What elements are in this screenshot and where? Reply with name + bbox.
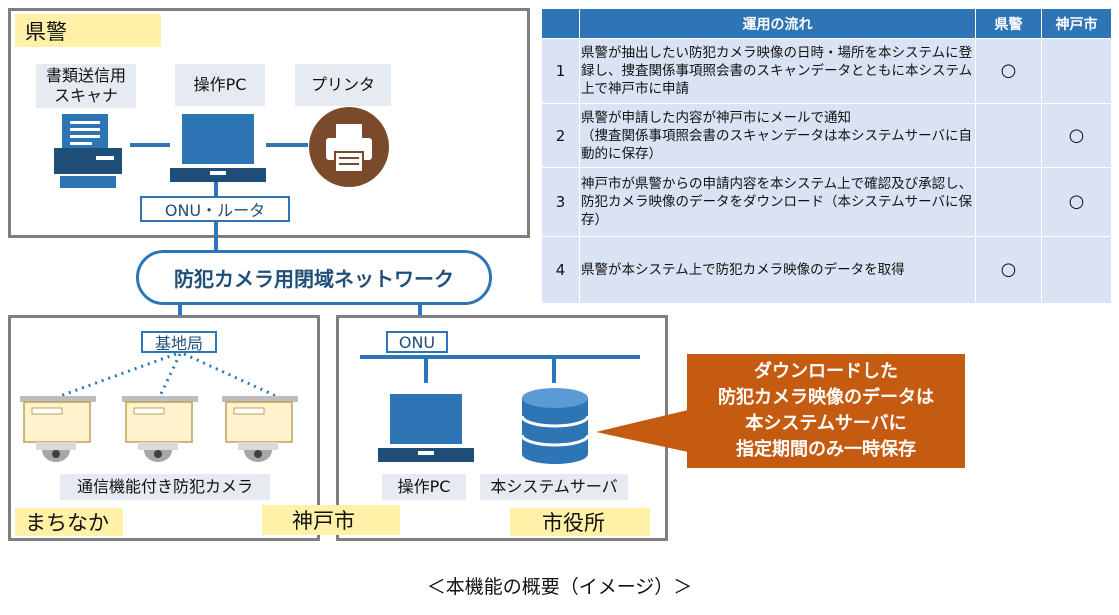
police-mark bbox=[975, 167, 1042, 238]
city-mark: ○ bbox=[1041, 167, 1112, 238]
closed-network-label: 防犯カメラ用閉域ネットワーク bbox=[136, 250, 492, 305]
camera-icon bbox=[122, 396, 198, 462]
police-mark: ○ bbox=[975, 38, 1042, 104]
callout-line: 指定期間のみ一時保存 bbox=[736, 439, 916, 460]
camera-label: 通信機能付き防犯カメラ bbox=[60, 474, 270, 500]
city-lan-line bbox=[360, 355, 640, 359]
city-mark bbox=[1041, 236, 1112, 304]
wireless-links bbox=[59, 352, 277, 398]
callout-pointer bbox=[596, 410, 688, 452]
scanner-label: 書類送信用 スキャナ bbox=[36, 64, 136, 108]
col-header-flow: 運用の流れ bbox=[579, 8, 976, 39]
figure-caption: ＜本機能の概要（イメージ）＞ bbox=[426, 576, 693, 598]
col-header-city: 神戸市 bbox=[1041, 8, 1112, 39]
link-router-network bbox=[214, 222, 218, 250]
town-area-label: まちなか bbox=[15, 508, 123, 536]
link-lan-pc bbox=[424, 355, 428, 383]
city-mark bbox=[1041, 38, 1112, 104]
row-text: 県警が抽出したい防犯カメラ映像の日時・場所を本システムに登録し、捜査関係事項照会… bbox=[579, 38, 976, 104]
kobe-city-label: 神戸市 bbox=[262, 505, 400, 535]
camera-icon bbox=[222, 396, 298, 462]
server-label: 本システムサーバ bbox=[480, 474, 628, 500]
city-mark: ○ bbox=[1041, 102, 1112, 169]
col-header-num bbox=[541, 8, 580, 39]
row-number: 4 bbox=[541, 236, 580, 304]
link-scanner-pc bbox=[130, 143, 170, 147]
temporary-storage-callout: ダウンロードした 防犯カメラ映像のデータは 本システムサーバに 指定期間のみ一時… bbox=[687, 354, 965, 468]
link-lan-server bbox=[552, 355, 556, 383]
router-label: ONU・ルータ bbox=[140, 196, 290, 222]
table-row: 3 神戸市が県警からの申請内容を本システム上で確認及び承認し、防犯カメラ映像のデ… bbox=[541, 167, 1112, 238]
callout-line: ダウンロードした bbox=[754, 361, 898, 382]
laptop-icon bbox=[170, 114, 266, 182]
table-header-row: 運用の流れ 県警 神戸市 bbox=[541, 8, 1112, 39]
police-mark bbox=[975, 102, 1042, 169]
row-number: 3 bbox=[541, 167, 580, 238]
callout-line: 本システムサーバに bbox=[745, 413, 907, 434]
city-hall-area-label: 市役所 bbox=[510, 508, 650, 536]
operation-flow-table: 運用の流れ 県警 神戸市 1 県警が抽出したい防犯カメラ映像の日時・場所を本シス… bbox=[541, 8, 1112, 304]
row-text: 県警が申請した内容が神戸市にメールで通知 （捜査関係事項照会書のスキャンデータは… bbox=[579, 102, 976, 169]
base-station-label: 基地局 bbox=[141, 331, 217, 353]
link-pc-printer bbox=[266, 143, 308, 147]
row-number: 2 bbox=[541, 102, 580, 169]
link-pc-router bbox=[214, 182, 218, 196]
row-text: 神戸市が県警からの申請内容を本システム上で確認及び承認し、防犯カメラ映像のデータ… bbox=[579, 167, 976, 238]
table-row: 4 県警が本システム上で防犯カメラ映像のデータを取得 ○ bbox=[541, 236, 1112, 304]
pc-label-city: 操作PC bbox=[382, 474, 466, 500]
onu-label: ONU bbox=[386, 331, 448, 353]
camera-icon bbox=[20, 396, 96, 462]
table-row: 1 県警が抽出したい防犯カメラ映像の日時・場所を本システムに登録し、捜査関係事項… bbox=[541, 38, 1112, 104]
printer-label: プリンタ bbox=[295, 64, 391, 106]
laptop-icon bbox=[378, 394, 474, 462]
printer-icon bbox=[309, 107, 389, 187]
pc-label-police: 操作PC bbox=[175, 64, 265, 106]
row-number: 1 bbox=[541, 38, 580, 104]
row-text: 県警が本システム上で防犯カメラ映像のデータを取得 bbox=[579, 236, 976, 304]
scanner-icon bbox=[54, 114, 122, 188]
police-mark: ○ bbox=[975, 236, 1042, 304]
database-server-icon bbox=[520, 388, 590, 464]
pref-police-title: 県警 bbox=[15, 14, 161, 47]
callout-line: 防犯カメラ映像のデータは bbox=[718, 387, 934, 408]
col-header-police: 県警 bbox=[975, 8, 1042, 39]
table-row: 2 県警が申請した内容が神戸市にメールで通知 （捜査関係事項照会書のスキャンデー… bbox=[541, 102, 1112, 169]
